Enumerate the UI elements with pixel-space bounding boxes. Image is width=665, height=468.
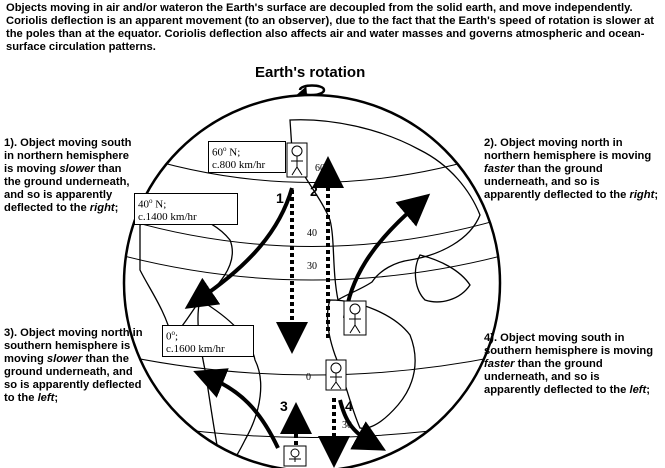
case-1-text: 1). Object moving south in northern hemi… — [4, 137, 132, 214]
info-box-60n: 60o N; c.800 km/hr — [208, 141, 286, 173]
arrow-1-deflected — [184, 187, 294, 309]
case-4-text: 4). Object moving south in southern hemi… — [484, 332, 654, 396]
latitude-label-60: 60 — [315, 163, 325, 174]
intro-text: Objects moving in air and/or wateron the… — [6, 2, 654, 53]
latitude-30-line — [124, 254, 500, 281]
arrow-number-3: 3 — [280, 398, 288, 414]
globe-outline — [122, 93, 502, 468]
diagram-title: Earth's rotation — [255, 64, 366, 81]
rotation-arrow-icon — [295, 84, 326, 101]
latitude-40-line — [124, 217, 500, 247]
case-3-text: 3). Object moving north in southern hemi… — [4, 327, 143, 404]
latitude-label-40: 40 — [307, 228, 317, 239]
arrow-number-4: 4 — [345, 398, 353, 414]
arrow-4-deflected — [338, 399, 387, 451]
latitude-label-0: 0 — [306, 372, 311, 383]
equator-line — [124, 354, 500, 376]
arrow-number-2: 2 — [310, 183, 318, 199]
observer-figure-4 — [283, 445, 307, 467]
arrow-number-1: 1 — [276, 190, 284, 206]
case-2-text: 2). Object moving north in northern hemi… — [484, 137, 659, 201]
latitude-label-30: 30 — [307, 261, 317, 272]
info-box-40n: 40o N; c.1400 km/hr — [134, 193, 238, 225]
observer-figure-3 — [325, 359, 347, 391]
arrow-3-deflected — [193, 368, 280, 449]
observer-figure-1 — [286, 142, 308, 178]
info-box-equator: 0o; c.1600 km/hr — [162, 325, 254, 357]
latitude-label-30s: 30 — [342, 420, 352, 431]
observer-figure-2 — [343, 300, 367, 336]
